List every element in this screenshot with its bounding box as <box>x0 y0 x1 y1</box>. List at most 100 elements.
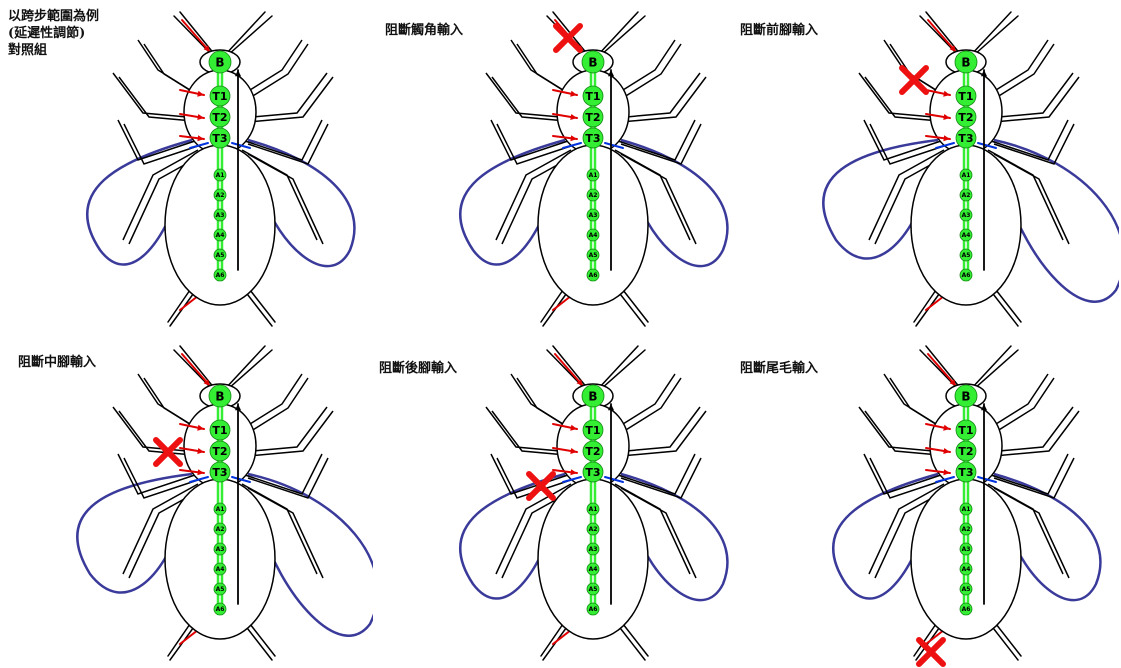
ganglion-label: T2 <box>585 111 600 124</box>
ganglion-label: A6 <box>589 272 598 279</box>
ganglion-label: T2 <box>212 445 227 458</box>
ganglion-label: T3 <box>585 466 600 479</box>
right-antenna <box>228 16 272 55</box>
ganglion-label: A2 <box>216 192 225 199</box>
ganglion-label: A6 <box>216 272 225 279</box>
ganglion-label: T1 <box>958 424 973 437</box>
right-antenna <box>971 346 1011 389</box>
insect-diagram: BT1T2T3A1A2A3A4A5A6 <box>0 334 373 668</box>
ganglion-label: T1 <box>212 424 227 437</box>
ganglion-label: B <box>215 55 224 69</box>
left-antenna <box>926 12 961 55</box>
ganglion-label: A3 <box>962 212 971 219</box>
insect-diagram: BT1T2T3A1A2A3A4A5A6 <box>373 0 746 334</box>
ganglion-label: A4 <box>962 566 971 573</box>
ganglion-label: T2 <box>958 111 973 124</box>
ganglion-label: A5 <box>589 586 598 593</box>
ganglion-label: A1 <box>589 172 598 179</box>
right-antenna <box>228 350 272 389</box>
ganglion-label: A4 <box>962 232 971 239</box>
antenna-input-arrow <box>182 354 210 386</box>
right-cercus <box>990 624 1018 660</box>
right-leg <box>994 44 1054 99</box>
left-antenna <box>553 346 588 389</box>
ganglion-label: B <box>215 389 224 403</box>
ganglion-label: A1 <box>589 506 598 513</box>
ganglion-label: T2 <box>585 445 600 458</box>
left-antenna <box>180 346 215 389</box>
right-cercus <box>996 624 1021 656</box>
right-leg <box>994 378 1054 433</box>
ganglion-label: A2 <box>589 192 598 199</box>
ascending-arrow-head <box>235 404 241 410</box>
ganglion-label: T3 <box>585 132 600 145</box>
left-antenna <box>926 346 961 389</box>
right-leg <box>248 378 308 433</box>
right-antenna <box>601 350 645 389</box>
ganglion-label: B <box>588 389 597 403</box>
ganglion-label: A4 <box>589 232 598 239</box>
right-cercus <box>623 290 648 322</box>
insect: BT1T2T3A1A2A3A4A5A6 <box>823 12 1119 326</box>
ganglion-label: A5 <box>962 586 971 593</box>
ganglion-label: T1 <box>585 90 600 103</box>
right-cercus <box>617 624 645 660</box>
right-leg <box>621 44 681 99</box>
insect: BT1T2T3A1A2A3A4A5A6 <box>87 12 354 326</box>
panel-midleg: 阻斷中腳輸入 BT1T2T3A1A2A3A4A5A6 <box>0 334 373 668</box>
ganglion-label: A6 <box>962 606 971 613</box>
insect-diagram: BT1T2T3A1A2A3A4A5A6 <box>0 0 373 334</box>
panel-hindleg: 阻斷後腳輸入 BT1T2T3A1A2A3A4A5A6 <box>373 334 746 668</box>
ascending-arrow-head <box>235 70 241 76</box>
ganglion-label: T3 <box>212 466 227 479</box>
ganglion-label: A6 <box>589 606 598 613</box>
right-cercus <box>244 290 272 326</box>
ganglion-label: B <box>588 55 597 69</box>
ganglion-label: A2 <box>589 526 598 533</box>
right-leg <box>248 44 308 99</box>
right-leg <box>621 378 681 433</box>
ganglion-label: A3 <box>589 212 598 219</box>
ganglion-label: A1 <box>962 172 971 179</box>
ascending-arrow-head <box>981 404 987 410</box>
ganglion-label: A3 <box>216 212 225 219</box>
ganglion-label: A2 <box>962 526 971 533</box>
ganglion-label: A1 <box>962 506 971 513</box>
ganglion-label: A6 <box>962 272 971 279</box>
right-cercus <box>250 290 275 322</box>
ganglion-label: A3 <box>589 546 598 553</box>
antenna-input-arrow <box>182 20 210 52</box>
right-antenna <box>598 346 638 389</box>
blocked-x-mark <box>902 68 926 92</box>
insect: BT1T2T3A1A2A3A4A5A6 <box>460 346 727 660</box>
ganglion-label: T3 <box>212 132 227 145</box>
ganglion-label: T2 <box>212 111 227 124</box>
right-cercus <box>244 624 272 660</box>
ganglion-label: T1 <box>212 90 227 103</box>
right-antenna <box>225 346 265 389</box>
antenna-input-arrow <box>928 354 956 386</box>
ascending-arrow-head <box>608 404 614 410</box>
ganglion-label: A6 <box>216 606 225 613</box>
right-antenna <box>971 12 1011 55</box>
right-antenna <box>225 12 265 55</box>
antenna-input-arrow <box>555 354 583 386</box>
ganglion-label: A2 <box>962 192 971 199</box>
ganglion-label: T2 <box>958 445 973 458</box>
ganglion-label: A4 <box>589 566 598 573</box>
right-cercus <box>990 290 1018 326</box>
insect-diagram: BT1T2T3A1A2A3A4A5A6 <box>373 334 746 668</box>
ganglion-label: A5 <box>962 252 971 259</box>
ganglion-label: A4 <box>216 566 225 573</box>
insect: BT1T2T3A1A2A3A4A5A6 <box>77 346 373 660</box>
ganglion-label: B <box>961 55 970 69</box>
ganglion-label: A5 <box>216 586 225 593</box>
right-cercus <box>996 290 1021 322</box>
ascending-arrow-head <box>981 70 987 76</box>
right-antenna <box>601 16 645 55</box>
ganglion-label: A3 <box>962 546 971 553</box>
